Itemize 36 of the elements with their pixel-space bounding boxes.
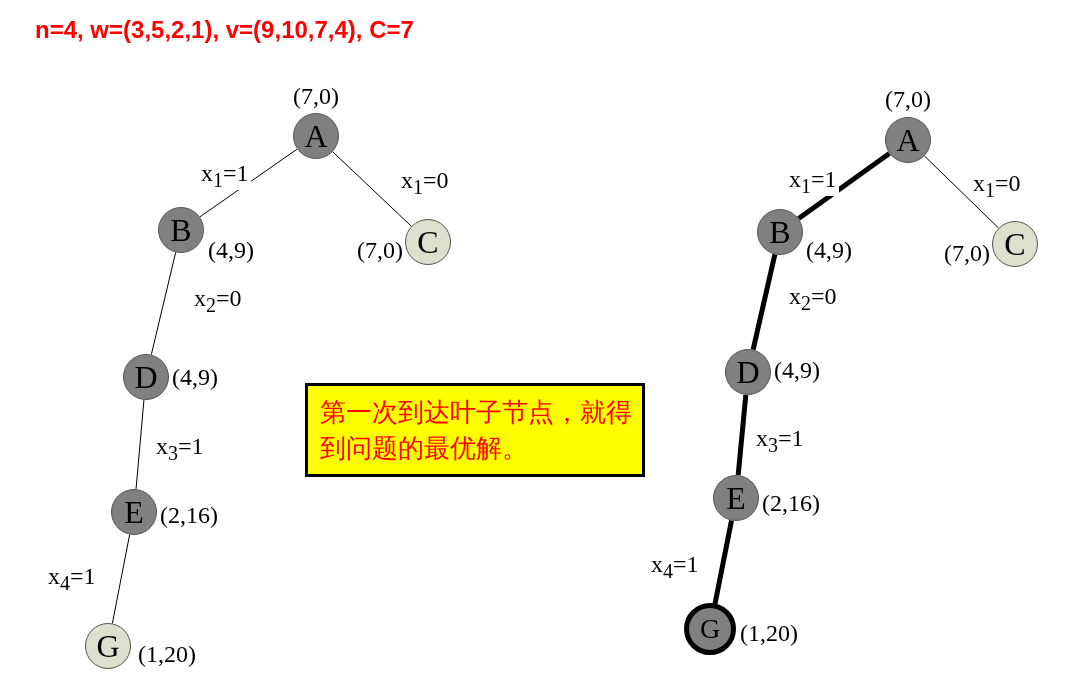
tree-edge bbox=[924, 155, 999, 229]
title: n=4, w=(3,5,2,1), v=(9,10,7,4), C=7 bbox=[35, 16, 414, 44]
coordinate-label: (2,16) bbox=[160, 503, 218, 527]
tree-edge bbox=[111, 534, 131, 624]
tree-node: C bbox=[405, 219, 451, 265]
tree-node: E bbox=[713, 475, 759, 521]
coordinate-label: (7,0) bbox=[293, 84, 339, 108]
tree-edge bbox=[797, 151, 891, 221]
tree-edge bbox=[150, 251, 177, 356]
tree-node: A bbox=[293, 113, 339, 159]
coordinate-label: (2,16) bbox=[762, 491, 820, 515]
tree-node: D bbox=[725, 349, 771, 395]
tree-node: E bbox=[111, 489, 157, 535]
tree-node: G bbox=[684, 603, 736, 655]
tree-edge bbox=[750, 253, 778, 351]
coordinate-label: (7,0) bbox=[357, 238, 403, 262]
tree-edge bbox=[332, 151, 412, 227]
coordinate-label: (4,9) bbox=[806, 238, 852, 262]
coordinate-label: (7,0) bbox=[944, 241, 990, 265]
coordinate-label: (4,9) bbox=[172, 365, 218, 389]
callout-box: 第一次到达叶子节点，就得到问题的最优解。 bbox=[305, 383, 645, 477]
coordinate-label: (4,9) bbox=[208, 238, 254, 262]
tree-node: C bbox=[992, 221, 1038, 267]
tree-edge bbox=[135, 399, 145, 490]
tree-edge bbox=[712, 520, 734, 605]
tree-node: B bbox=[757, 209, 803, 255]
coordinate-label: (1,20) bbox=[138, 642, 196, 666]
tree-node: D bbox=[123, 354, 169, 400]
coordinate-label: (1,20) bbox=[740, 621, 798, 645]
tree-node: B bbox=[158, 207, 204, 253]
tree-edge bbox=[735, 394, 749, 476]
coordinate-label: (4,9) bbox=[774, 358, 820, 382]
tree-node: A bbox=[885, 117, 931, 163]
tree-edge bbox=[199, 148, 298, 218]
tree-node: G bbox=[85, 623, 131, 669]
coordinate-label: (7,0) bbox=[885, 87, 931, 111]
